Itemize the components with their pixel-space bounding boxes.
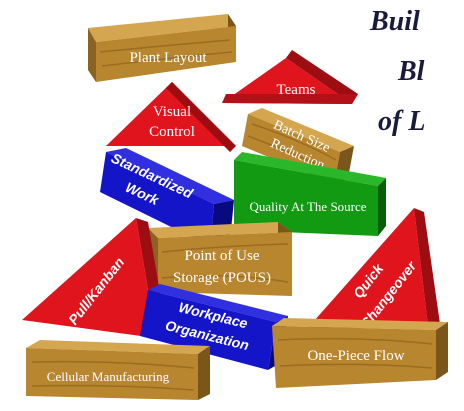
plant-layout-label: Plant Layout — [129, 50, 207, 66]
pous-label-2: Storage (POUS) — [173, 270, 271, 286]
cellular-manufacturing-block: Cellular Manufacturing — [26, 340, 210, 400]
teams-label: Teams — [277, 82, 316, 98]
visual-control-block: Visual Control — [106, 82, 236, 152]
title-line-1: Buil — [369, 6, 420, 37]
teams-block: Teams — [222, 50, 358, 104]
one-piece-flow-block: One-Piece Flow — [272, 318, 448, 388]
point-of-use-storage-block: Point of Use Storage (POUS) — [148, 222, 292, 296]
plant-layout-block: Plant Layout — [88, 14, 236, 82]
title-line-3: of L — [378, 106, 425, 137]
workplace-organization-block: Workplace Organization — [140, 284, 288, 370]
pous-label-1: Point of Use — [185, 248, 260, 264]
visual-control-label-1: Visual — [153, 104, 191, 120]
quality-label: Quality At The Source — [249, 199, 366, 214]
quick-changeover-block: Quick Changeover — [306, 208, 440, 332]
title-line-2: Bl — [397, 56, 425, 87]
quality-at-source-block: Quality At The Source — [234, 152, 386, 236]
cellular-label: Cellular Manufacturing — [47, 369, 170, 384]
one-piece-flow-label: One-Piece Flow — [307, 348, 404, 364]
visual-control-label-2: Control — [149, 124, 195, 140]
